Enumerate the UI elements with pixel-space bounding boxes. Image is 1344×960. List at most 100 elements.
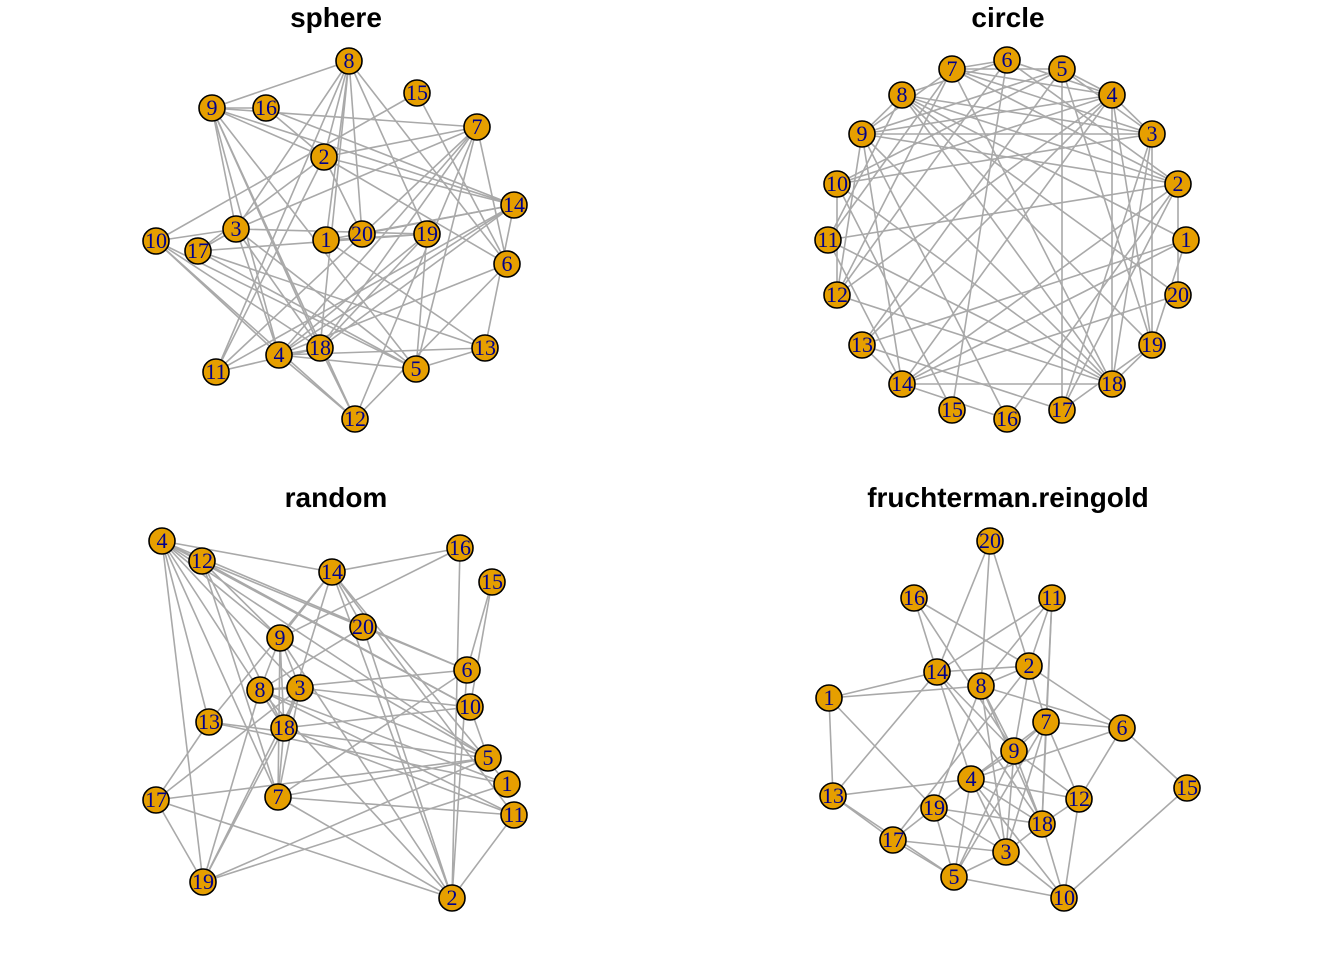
node-14: 14: [500, 191, 528, 219]
node-label: 10: [826, 171, 848, 196]
edge-4-13: [161, 540, 210, 723]
node-4: 4: [148, 527, 176, 555]
node-5: 5: [1048, 55, 1076, 83]
edge-7-5: [277, 757, 489, 798]
edge-13-5: [208, 721, 489, 759]
edge-18-10: [836, 183, 1113, 385]
edge-2-8: [901, 94, 1179, 185]
node-circle: [848, 331, 876, 359]
node-circle: [1108, 714, 1136, 742]
node-label: 7: [1041, 709, 1052, 734]
node-label: 3: [1001, 839, 1012, 864]
edge-8-18: [319, 60, 350, 349]
node-3: 3: [286, 674, 314, 702]
node-label: 20: [351, 221, 373, 246]
node-7: 7: [1032, 708, 1060, 736]
node-circle: [819, 782, 847, 810]
edge-20-8: [259, 626, 364, 691]
edge-3-10: [299, 687, 471, 708]
node-circle: [1172, 226, 1200, 254]
node-label: 20: [352, 614, 374, 639]
edge-8-3: [901, 94, 1153, 135]
node-label: 6: [1002, 47, 1013, 72]
node-circle: [446, 534, 474, 562]
node-circle: [188, 547, 216, 575]
node-label: 13: [198, 709, 220, 734]
node-17: 17: [1048, 396, 1076, 424]
node-label: 17: [1051, 397, 1073, 422]
node-label: 14: [321, 559, 343, 584]
node-6: 6: [493, 250, 521, 278]
node-12: 12: [341, 405, 369, 433]
node-16: 16: [252, 94, 280, 122]
node-circle: [348, 220, 376, 248]
node-11: 11: [500, 801, 528, 829]
node-6: 6: [453, 656, 481, 684]
edge-20-14: [936, 540, 991, 673]
edge-16-2: [1006, 183, 1179, 420]
edge-16-9: [861, 133, 1008, 420]
node-circle: [471, 334, 499, 362]
node-15: 15: [403, 79, 431, 107]
edge-14-13: [484, 204, 515, 349]
edge-3-10: [836, 133, 1153, 185]
edge-6-15: [466, 581, 493, 671]
node-2: 2: [438, 884, 466, 912]
edge-5-3: [235, 228, 417, 370]
node-circle: [1048, 396, 1076, 424]
node-circle: [938, 396, 966, 424]
node-circle: [923, 658, 951, 686]
edge-12-10: [1063, 798, 1080, 899]
node-18: 18: [270, 714, 298, 742]
node-circle: [993, 46, 1021, 74]
edge-14-1: [331, 571, 508, 785]
edge-4-19: [278, 233, 428, 356]
edge-4-12: [836, 94, 1113, 296]
edge-5-10: [836, 68, 1063, 185]
edge-9-4: [161, 540, 281, 639]
node-circle: [992, 838, 1020, 866]
edge-1-13: [828, 697, 834, 797]
node-circle: [270, 714, 298, 742]
node-circle: [1032, 708, 1060, 736]
node-label: 11: [503, 802, 524, 827]
edge-14-18: [319, 204, 515, 349]
node-10: 10: [456, 693, 484, 721]
edge-8-19: [348, 60, 428, 235]
node-label: 5: [1057, 56, 1068, 81]
edge-5-3: [299, 687, 489, 759]
edge-7-6: [277, 669, 468, 798]
node-label: 11: [1041, 585, 1062, 610]
edge-11-14: [215, 204, 515, 373]
node-label: 4: [157, 528, 168, 553]
edge-9-12: [836, 133, 863, 296]
node-circle: [1028, 810, 1056, 838]
node-label: 15: [1176, 775, 1198, 800]
node-label: 7: [273, 784, 284, 809]
edge-18-12: [201, 560, 285, 729]
node-circle: [189, 868, 217, 896]
edge-2-17: [892, 665, 1030, 841]
edge-19-17: [155, 799, 204, 883]
node-circle: [1098, 81, 1126, 109]
node-circle: [310, 143, 338, 171]
node-12: 12: [823, 281, 851, 309]
panel-title: circle: [971, 2, 1044, 33]
node-circle: [349, 613, 377, 641]
edge-4-3: [161, 540, 301, 689]
node-label: 4: [966, 766, 977, 791]
node-circle: [198, 94, 226, 122]
node-circle: [1098, 370, 1126, 398]
edge-1-8: [828, 685, 982, 699]
node-circle: [1138, 120, 1166, 148]
node-circle: [920, 794, 948, 822]
edge-17-3: [892, 839, 1007, 853]
edge-6-12: [354, 263, 508, 420]
node-label: 14: [926, 659, 948, 684]
edge-11-8: [259, 689, 515, 816]
node-12: 12: [188, 547, 216, 575]
node-label: 19: [1141, 332, 1163, 357]
edge-11-7: [827, 68, 953, 241]
node-label: 1: [321, 227, 332, 252]
node-label: 2: [1024, 653, 1035, 678]
